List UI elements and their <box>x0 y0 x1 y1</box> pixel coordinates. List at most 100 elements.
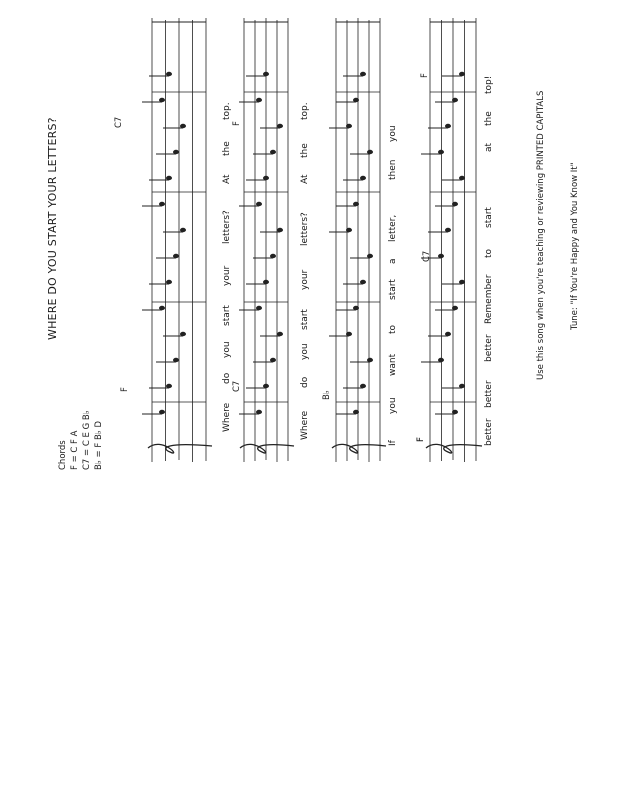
note-head <box>445 123 451 129</box>
note-head <box>452 201 458 207</box>
note-head <box>346 227 352 233</box>
lyric-word: letters? <box>222 210 232 244</box>
note-head <box>277 331 283 337</box>
note-head <box>353 201 359 207</box>
treble-clef <box>239 443 295 454</box>
note-head <box>452 305 458 311</box>
lyric-word: your <box>222 265 232 286</box>
note-head <box>173 357 179 363</box>
chord-symbol: C7 <box>422 250 432 262</box>
note-head <box>353 305 359 311</box>
chord-symbol: F <box>120 387 130 392</box>
chord-symbol: F <box>416 437 426 442</box>
note-head <box>256 409 262 415</box>
note-head <box>367 253 373 259</box>
note-head <box>459 383 465 389</box>
lyric-word: the <box>222 141 232 156</box>
chord-symbol: B♭ <box>322 390 332 400</box>
lyric-word: at <box>484 142 494 152</box>
lyric-word: then <box>388 159 398 180</box>
lyric-word: you <box>388 397 398 414</box>
lyric-word: At <box>222 174 232 184</box>
note-head <box>367 149 373 155</box>
lyric-word: the <box>300 143 310 158</box>
chord-symbol: F <box>232 121 242 126</box>
note-head <box>360 71 366 77</box>
staff-system <box>421 18 483 462</box>
note-head <box>256 305 262 311</box>
note-head <box>367 357 373 363</box>
lyric-word: you <box>388 125 398 142</box>
note-head <box>459 279 465 285</box>
treble-clef <box>331 443 387 454</box>
lyric-word: start <box>222 305 232 326</box>
treble-clef <box>425 443 483 454</box>
lyric-word: you <box>222 341 232 358</box>
note-head <box>270 253 276 259</box>
lyric-word: top. <box>300 102 310 120</box>
lyric-word: Remember <box>484 274 494 324</box>
lyric-word: to <box>388 324 398 334</box>
staff-system <box>329 18 387 462</box>
note-head <box>270 357 276 363</box>
lyric-word: At <box>300 174 310 184</box>
note-head <box>353 97 359 103</box>
note-head <box>159 201 165 207</box>
note-head <box>173 253 179 259</box>
note-head <box>270 149 276 155</box>
note-head <box>459 175 465 181</box>
lyric-word: want <box>388 353 398 376</box>
note-head <box>159 97 165 103</box>
note-head <box>452 97 458 103</box>
lyric-word: a <box>388 258 398 264</box>
note-head <box>166 279 172 285</box>
note-head <box>173 149 179 155</box>
chord-symbol: C7 <box>232 380 242 392</box>
note-head <box>353 409 359 415</box>
lyric-word: Where <box>222 402 232 432</box>
note-head <box>445 331 451 337</box>
note-head <box>360 383 366 389</box>
note-head <box>452 409 458 415</box>
note-head <box>263 175 269 181</box>
lyric-word: do <box>300 376 310 388</box>
chord-symbol: C7 <box>114 116 124 128</box>
lyric-word: start <box>300 309 310 330</box>
note-head <box>166 383 172 389</box>
lyric-word: start <box>388 279 398 300</box>
note-head <box>346 123 352 129</box>
treble-clef <box>147 443 213 454</box>
lyric-word: top. <box>222 102 232 120</box>
note-head <box>263 383 269 389</box>
staff-system <box>142 18 213 462</box>
note-head <box>360 175 366 181</box>
lyric-word: If <box>388 440 398 446</box>
note-head <box>159 409 165 415</box>
lyric-word: start <box>484 207 494 228</box>
lyric-word: the <box>484 111 494 126</box>
note-head <box>263 279 269 285</box>
lyric-word: to <box>484 248 494 258</box>
note-head <box>360 279 366 285</box>
lyric-word: top! <box>484 75 494 94</box>
lyric-word: better <box>484 334 494 362</box>
lyric-word: Where <box>300 410 310 440</box>
note-head <box>445 227 451 233</box>
lyric-word: better <box>484 418 494 446</box>
note-head <box>166 175 172 181</box>
note-head <box>180 331 186 337</box>
note-head <box>180 227 186 233</box>
note-head <box>346 331 352 337</box>
note-head <box>438 357 444 363</box>
note-head <box>256 201 262 207</box>
lyric-word: letters? <box>300 212 310 246</box>
note-head <box>263 71 269 77</box>
note-head <box>159 305 165 311</box>
note-head <box>277 227 283 233</box>
note-head <box>438 149 444 155</box>
note-head <box>277 123 283 129</box>
note-head <box>256 97 262 103</box>
note-head <box>459 71 465 77</box>
staff-system <box>239 18 295 462</box>
